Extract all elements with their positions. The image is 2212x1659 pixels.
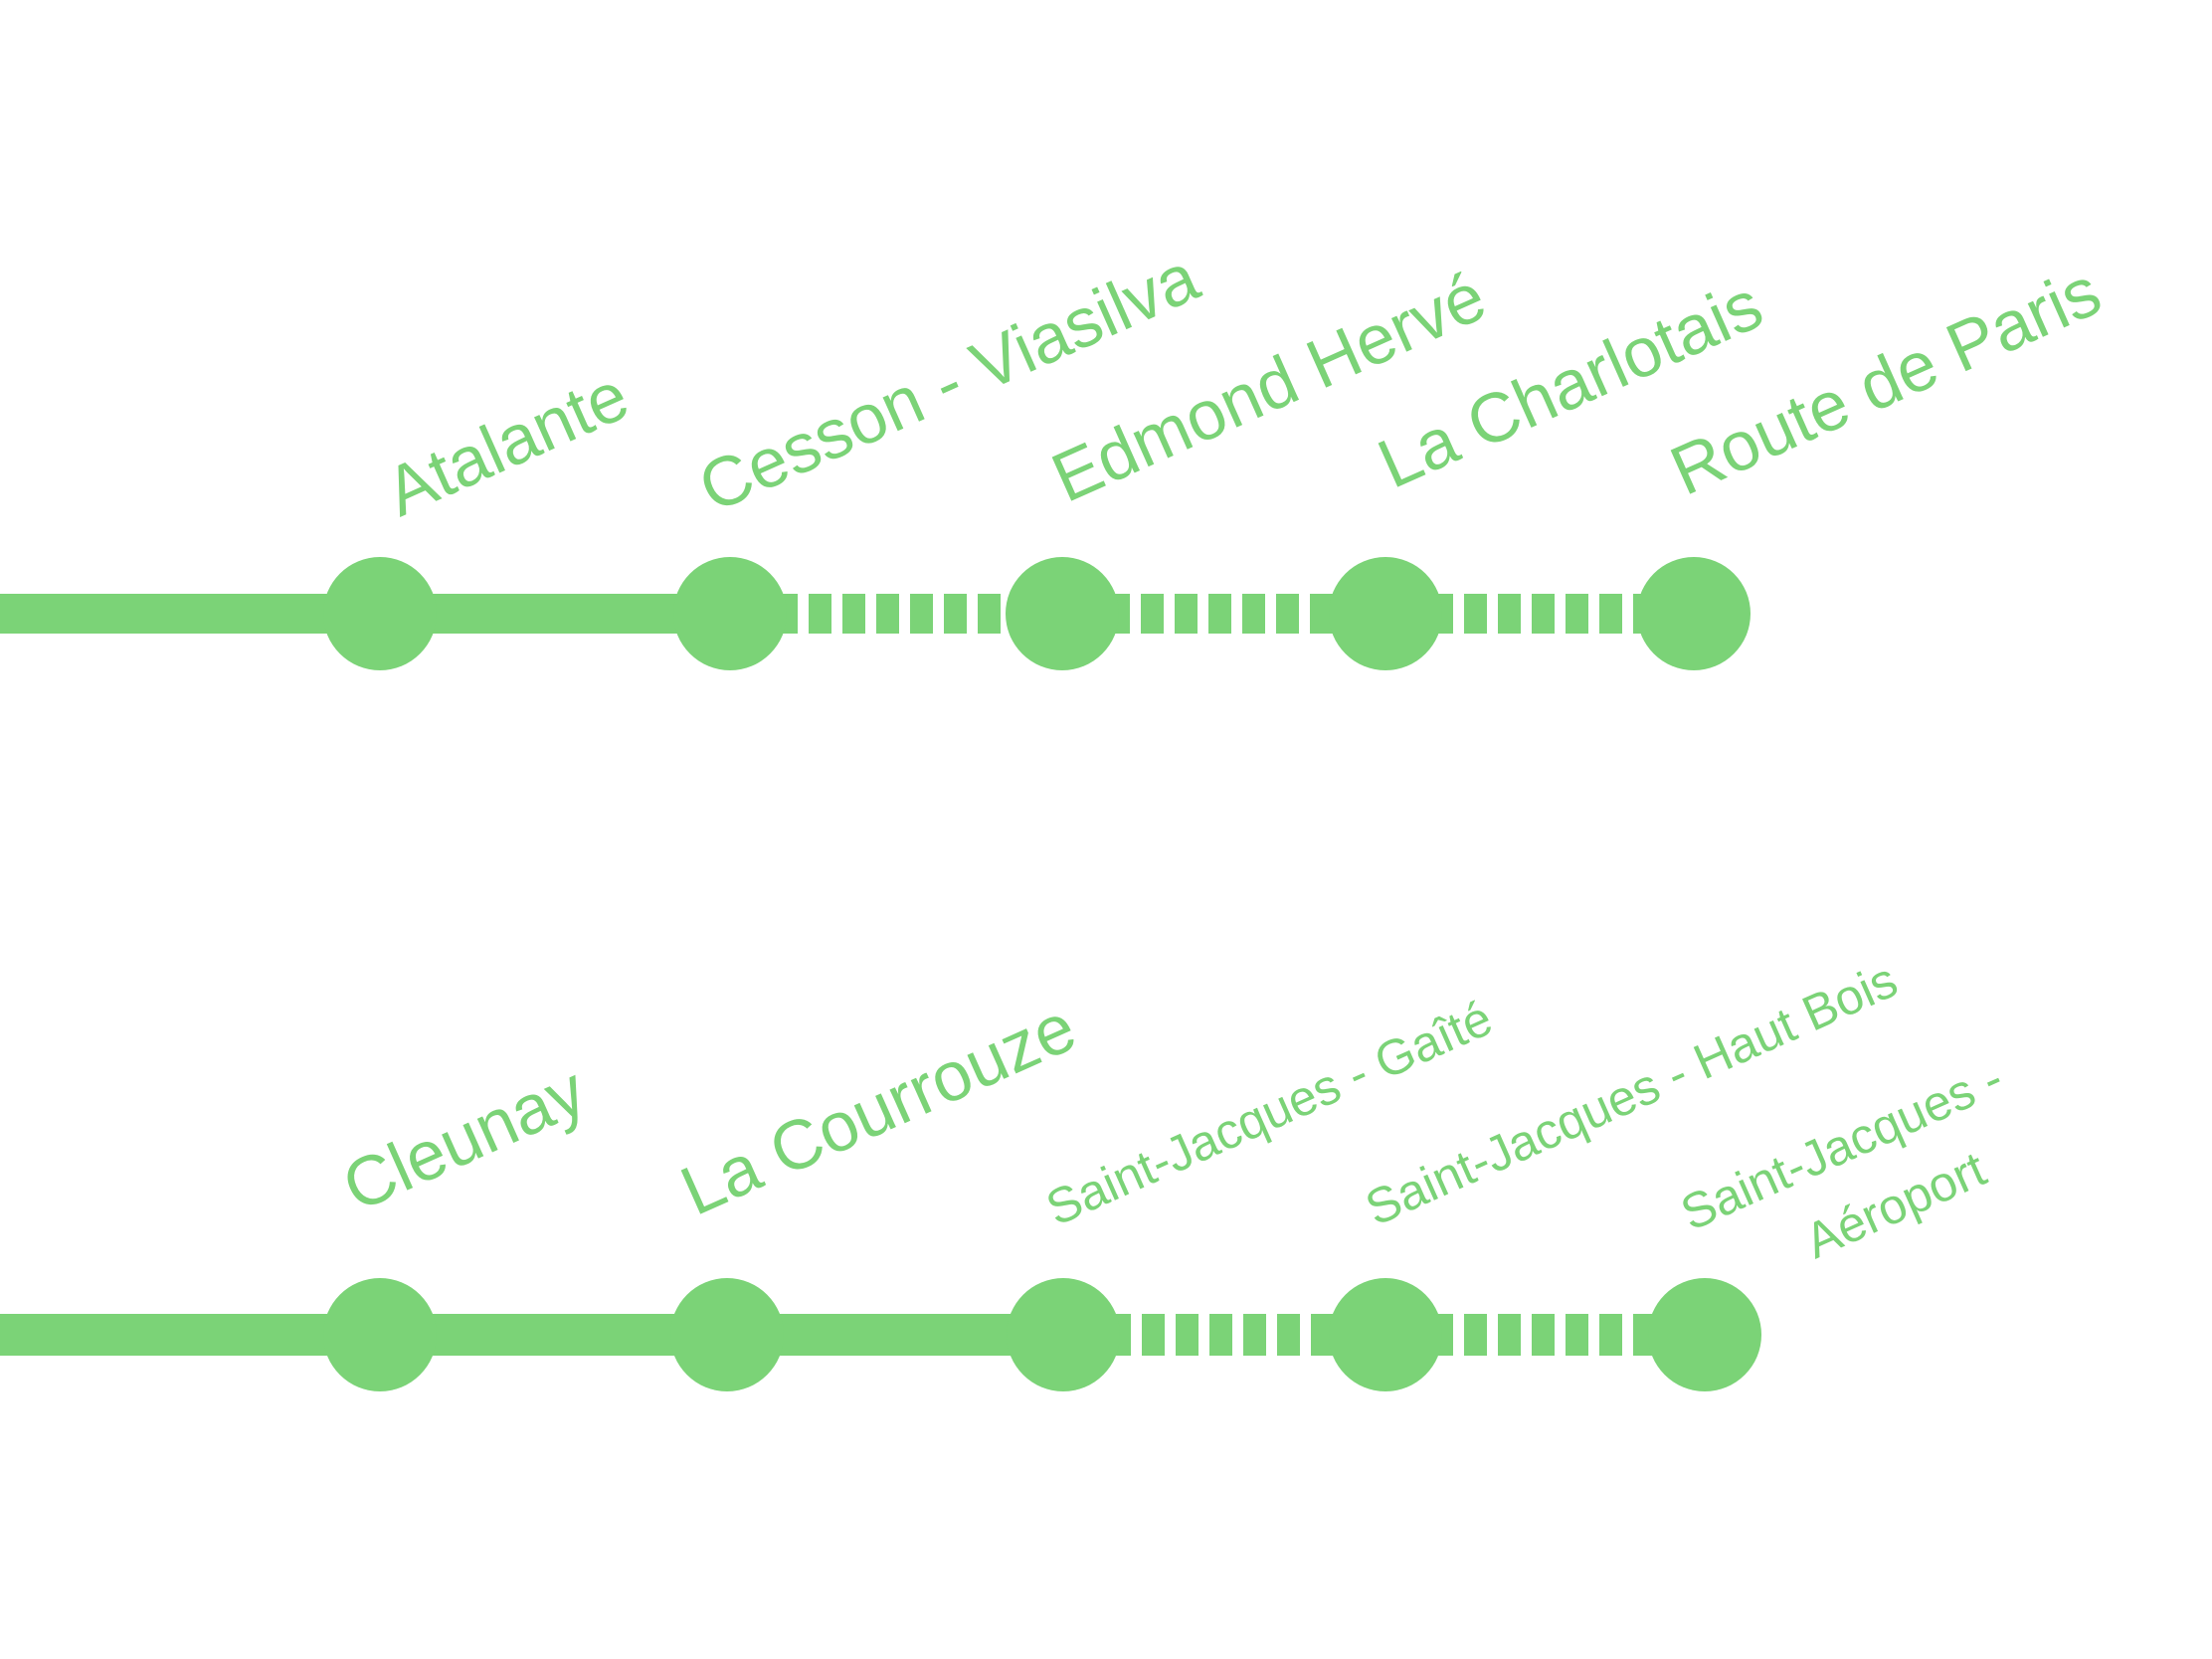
track-segment-dash (842, 594, 865, 634)
station-dot[interactable] (1007, 1278, 1120, 1391)
track-segment-dash (1566, 594, 1588, 634)
track-segment-solid (0, 594, 380, 634)
track-segment-dash (1464, 594, 1487, 634)
track-segment-dash (1208, 594, 1231, 634)
track-segment-solid (380, 594, 730, 634)
station-label: Cleunay (331, 1051, 596, 1226)
station-dot[interactable] (323, 1278, 437, 1391)
track-segment-dash (1310, 594, 1333, 634)
track-segment-dash (1498, 1314, 1521, 1356)
track-segment-dash (1276, 594, 1299, 634)
station-dot[interactable] (1329, 557, 1442, 670)
track-segment-dash (809, 594, 831, 634)
track-segment-dash (1142, 1314, 1165, 1356)
track-segment-dash (1599, 1314, 1622, 1356)
track-segment-dash (1176, 1314, 1198, 1356)
station-label: Atalante (374, 356, 639, 531)
track-segment-dash (876, 594, 899, 634)
station-dot[interactable] (1648, 1278, 1761, 1391)
track-segment-solid (380, 1314, 727, 1356)
track-segment-dash (1599, 594, 1622, 634)
station-dot[interactable] (1006, 557, 1119, 670)
station-dot[interactable] (323, 557, 437, 670)
track-segment-dash (1498, 594, 1521, 634)
track-segment-dash (1243, 1314, 1266, 1356)
station-label: Saint-Jacques - Haut Bois (1358, 952, 1906, 1236)
track-segment-dash (1311, 1314, 1334, 1356)
track-segment-dash (1175, 594, 1198, 634)
track-segment-dash (1566, 1314, 1588, 1356)
station-dot[interactable] (1329, 1278, 1442, 1391)
station-dot[interactable] (1637, 557, 1751, 670)
track-segment-dash (1532, 1314, 1555, 1356)
track-segment-dash (978, 594, 1001, 634)
track-segment-dash (1464, 1314, 1487, 1356)
track-segment-dash (910, 594, 933, 634)
track-segment-dash (1141, 594, 1164, 634)
station-dot[interactable] (670, 1278, 784, 1391)
track-segment-dash (1209, 1314, 1232, 1356)
track-segment-solid (0, 1314, 380, 1356)
track-segment-dash (1242, 594, 1265, 634)
track-segment-dash (1277, 1314, 1300, 1356)
track-segment-dash (944, 594, 967, 634)
station-dot[interactable] (673, 557, 787, 670)
track-segment-dash (1532, 594, 1555, 634)
station-label: La Courrouze (669, 988, 1086, 1230)
